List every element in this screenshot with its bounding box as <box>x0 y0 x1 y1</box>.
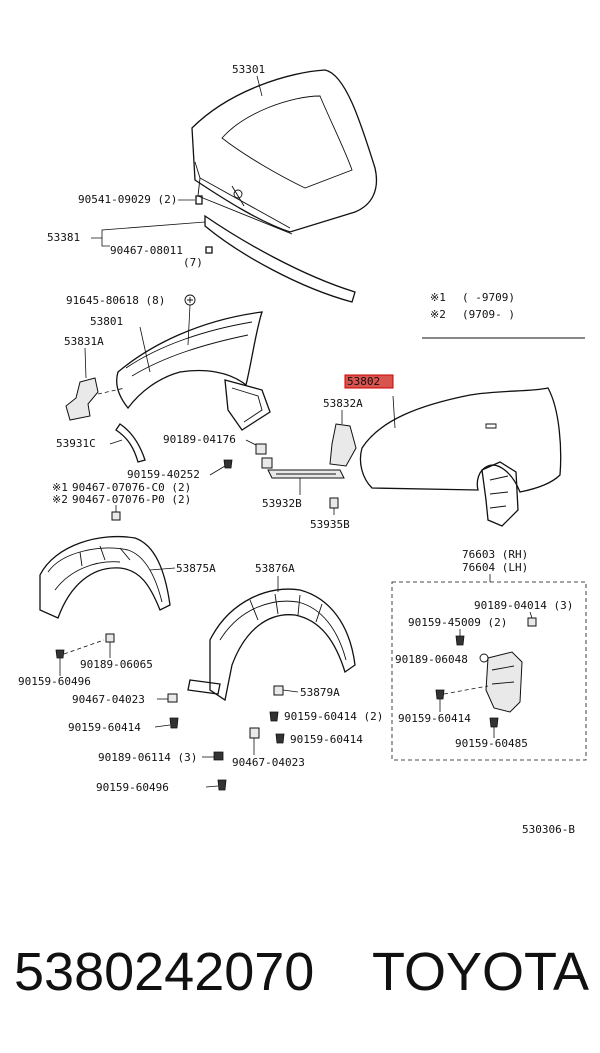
mudguard-group <box>391 581 587 761</box>
label-fender-lh: 53801 <box>90 315 123 328</box>
label-clip-60414a: 90159-60414 <box>68 721 141 734</box>
highlight-fender-rh <box>344 374 394 389</box>
label-liner-ext: 53931C <box>56 437 96 450</box>
brand-name: TOYOTA <box>372 942 589 1002</box>
clip-icon[interactable] <box>255 443 267 455</box>
label-bracket-lh: 53831A <box>64 335 104 348</box>
screw-icon[interactable] <box>489 717 499 728</box>
clip-icon[interactable] <box>105 633 115 643</box>
clip-icon[interactable] <box>205 246 213 254</box>
label-brace: 53932B <box>262 497 302 510</box>
clip-icon[interactable] <box>261 457 273 469</box>
screw-icon[interactable] <box>223 459 233 469</box>
screw-icon[interactable] <box>55 649 65 659</box>
screw-icon[interactable] <box>435 689 445 700</box>
label-mud-60485: 90159-60485 <box>455 737 528 750</box>
label-clip-40252: 90159-40252 <box>127 468 200 481</box>
label-clip-seal-qty: (7) <box>183 256 203 269</box>
label-clip-p0: 90467-07076-P0 (2) <box>72 493 191 506</box>
label-clip-60414b: 90159-60414 (2) <box>284 710 383 723</box>
label-clip-seal: 90467-08011 <box>110 244 183 257</box>
clip-icon[interactable] <box>479 653 489 663</box>
legend: ※1 ( -9709) ※2 (9709- ) <box>422 291 585 339</box>
bolt-icon[interactable] <box>213 751 224 761</box>
screw-icon[interactable] <box>169 717 179 729</box>
mudguard[interactable] <box>485 651 523 713</box>
legend-mark-2: ※2 <box>430 308 446 321</box>
fender-brace[interactable] <box>267 469 345 479</box>
label-clip-53879: 53879A <box>300 686 340 699</box>
legend-mark-1: ※1 <box>430 291 446 304</box>
label-fender-rh[interactable]: 53802 <box>347 375 380 388</box>
label-clip-c0: 90467-07076-C0 (2) <box>72 481 191 494</box>
label-liner-b: 53876A <box>255 562 295 575</box>
bracket-rh[interactable] <box>329 423 357 467</box>
label-clip-04023a: 90467-04023 <box>72 693 145 706</box>
label-mark-1: ※1 <box>52 481 68 494</box>
clip-icon[interactable] <box>111 511 121 521</box>
label-clip-06114: 90189-06114 (3) <box>98 751 197 764</box>
label-mud-06048: 90189-06048 <box>395 653 468 666</box>
label-clip-06065: 90189-06065 <box>80 658 153 671</box>
label-mud-lh: 76604 (LH) <box>462 561 528 574</box>
clip-icon[interactable] <box>249 727 260 739</box>
label-liner-a: 53875A <box>176 562 216 575</box>
label-clip-04023b: 90467-04023 <box>232 756 305 769</box>
hood-seal-strip[interactable] <box>204 214 356 303</box>
bracket-lh[interactable] <box>65 377 99 421</box>
label-clip-60496a: 90159-60496 <box>18 675 91 688</box>
hood-panel[interactable] <box>191 69 378 235</box>
label-mud-04014: 90189-04014 (3) <box>474 599 573 612</box>
label-clip-04176: 90189-04176 <box>163 433 236 446</box>
diagram-reference: 530306-B <box>522 823 575 836</box>
label-clip-60414c: 90159-60414 <box>290 733 363 746</box>
clip-icon[interactable] <box>273 685 284 696</box>
label-mark-2: ※2 <box>52 493 68 506</box>
spacer[interactable] <box>329 497 339 509</box>
label-clip-60496b: 90159-60496 <box>96 781 169 794</box>
label-mud-60414: 90159-60414 <box>398 712 471 725</box>
screw-icon[interactable] <box>217 779 227 791</box>
fender-lh[interactable] <box>116 311 271 431</box>
label-seal: 53381 <box>47 231 80 244</box>
label-spacer: 53935B <box>310 518 350 531</box>
screw-icon[interactable] <box>455 635 465 646</box>
fender-rh[interactable] <box>359 387 562 527</box>
clip-icon[interactable] <box>527 617 537 627</box>
label-clip-hood: 90541-09029 (2) <box>78 193 177 206</box>
bolt-icon[interactable] <box>184 294 196 306</box>
screw-icon[interactable] <box>275 733 285 744</box>
label-mud-45009: 90159-45009 (2) <box>408 616 507 629</box>
clip-icon[interactable] <box>195 195 203 205</box>
label-screw-fender: 91645-80618 (8) <box>66 294 165 307</box>
part-number: 5380242070 <box>14 942 314 1002</box>
legend-range-2: (9709- ) <box>462 308 515 321</box>
clip-icon[interactable] <box>167 693 178 703</box>
screw-icon[interactable] <box>269 711 279 722</box>
label-hood: 53301 <box>232 63 265 76</box>
label-mud-rh: 76603 (RH) <box>462 548 528 561</box>
label-bracket-rh: 53832A <box>323 397 363 410</box>
legend-range-1: ( -9709) <box>462 291 515 304</box>
liner-extension[interactable] <box>115 423 146 463</box>
fender-liner-b[interactable] <box>187 588 356 702</box>
fender-liner-a[interactable] <box>39 535 171 619</box>
